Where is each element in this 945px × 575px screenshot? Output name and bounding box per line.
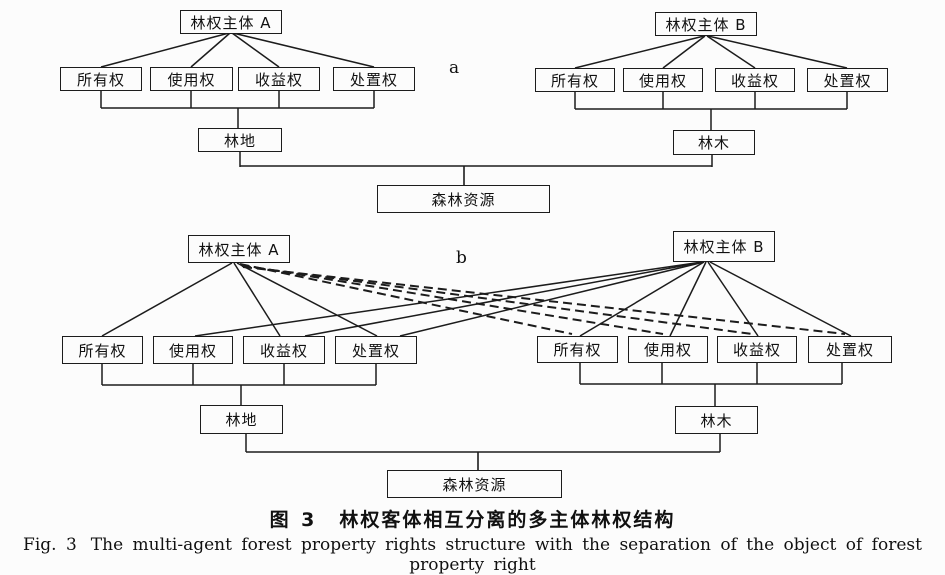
node-b-forest-resources: 森林资源	[387, 470, 562, 498]
caption-chinese: 图 3 林权客体相互分离的多主体林权结构	[0, 505, 945, 532]
caption-english: Fig. 3 The multi-agent forest property ri…	[0, 535, 945, 575]
node-b-right-use-right: 使用权	[628, 336, 708, 363]
node-a-left-income-right: 收益权	[238, 67, 320, 91]
section-b-subject-a-dashed-cross-links	[239, 263, 846, 335]
section-b-subject-b-solid-fan	[579, 261, 852, 337]
node-a-right-income-right: 收益权	[715, 68, 795, 92]
section-b-left-bracket	[101, 364, 377, 452]
section-a-label: a	[449, 58, 460, 78]
node-a-right-use-right: 使用权	[623, 68, 703, 92]
node-b-left-use-right: 使用权	[153, 336, 233, 364]
node-b-left-ownership: 所有权	[62, 336, 143, 364]
caption-english-title: The multi-agent forest property rights s…	[90, 535, 922, 575]
node-a-left-use-right: 使用权	[150, 67, 233, 91]
node-b-right-disposal-right: 处置权	[808, 336, 892, 363]
node-b-right-ownership: 所有权	[537, 336, 618, 363]
node-b-subject-b: 林权主体 B	[673, 231, 775, 262]
node-b-forest-land: 林地	[200, 405, 283, 434]
section-b-label: b	[456, 248, 467, 268]
node-b-forest-trees: 林木	[675, 406, 758, 434]
node-a-right-ownership: 所有权	[535, 68, 615, 92]
section-a-left-bracket	[100, 91, 375, 167]
section-a-subject-b-fan	[574, 35, 848, 69]
section-a-root-link	[240, 165, 712, 185]
node-b-subject-a: 林权主体 A	[188, 235, 290, 263]
section-b-right-bracket	[579, 363, 843, 452]
section-b-subject-b-solid-cross-links	[194, 261, 705, 337]
caption-english-figure-number: Fig. 3	[23, 535, 77, 555]
caption-chinese-figure-number: 图 3	[269, 509, 318, 531]
node-a-subject-b: 林权主体 B	[655, 12, 757, 36]
section-a-subject-a-fan	[100, 32, 375, 68]
node-a-forest-land: 林地	[198, 128, 282, 152]
node-a-forest-resources: 森林资源	[377, 185, 550, 213]
node-a-right-disposal-right: 处置权	[807, 68, 888, 92]
node-b-left-income-right: 收益权	[243, 336, 325, 364]
node-a-left-ownership: 所有权	[60, 67, 142, 91]
node-a-subject-a: 林权主体 A	[180, 10, 282, 34]
node-a-left-disposal-right: 处置权	[333, 67, 415, 91]
node-a-forest-trees: 林木	[673, 130, 755, 155]
section-b-subject-a-solid-fan	[101, 262, 378, 337]
connector-lines	[100, 32, 852, 470]
figure-canvas: 林权主体 A a 林权主体 B 所有权 使用权 收益权 处置权 所有权 使用权 …	[0, 10, 945, 575]
caption-chinese-title: 林权客体相互分离的多主体林权结构	[339, 509, 676, 531]
section-b-root-link	[246, 451, 720, 470]
node-b-right-income-right: 收益权	[717, 336, 797, 363]
node-b-left-disposal-right: 处置权	[335, 336, 417, 364]
section-a-right-bracket	[574, 92, 848, 167]
